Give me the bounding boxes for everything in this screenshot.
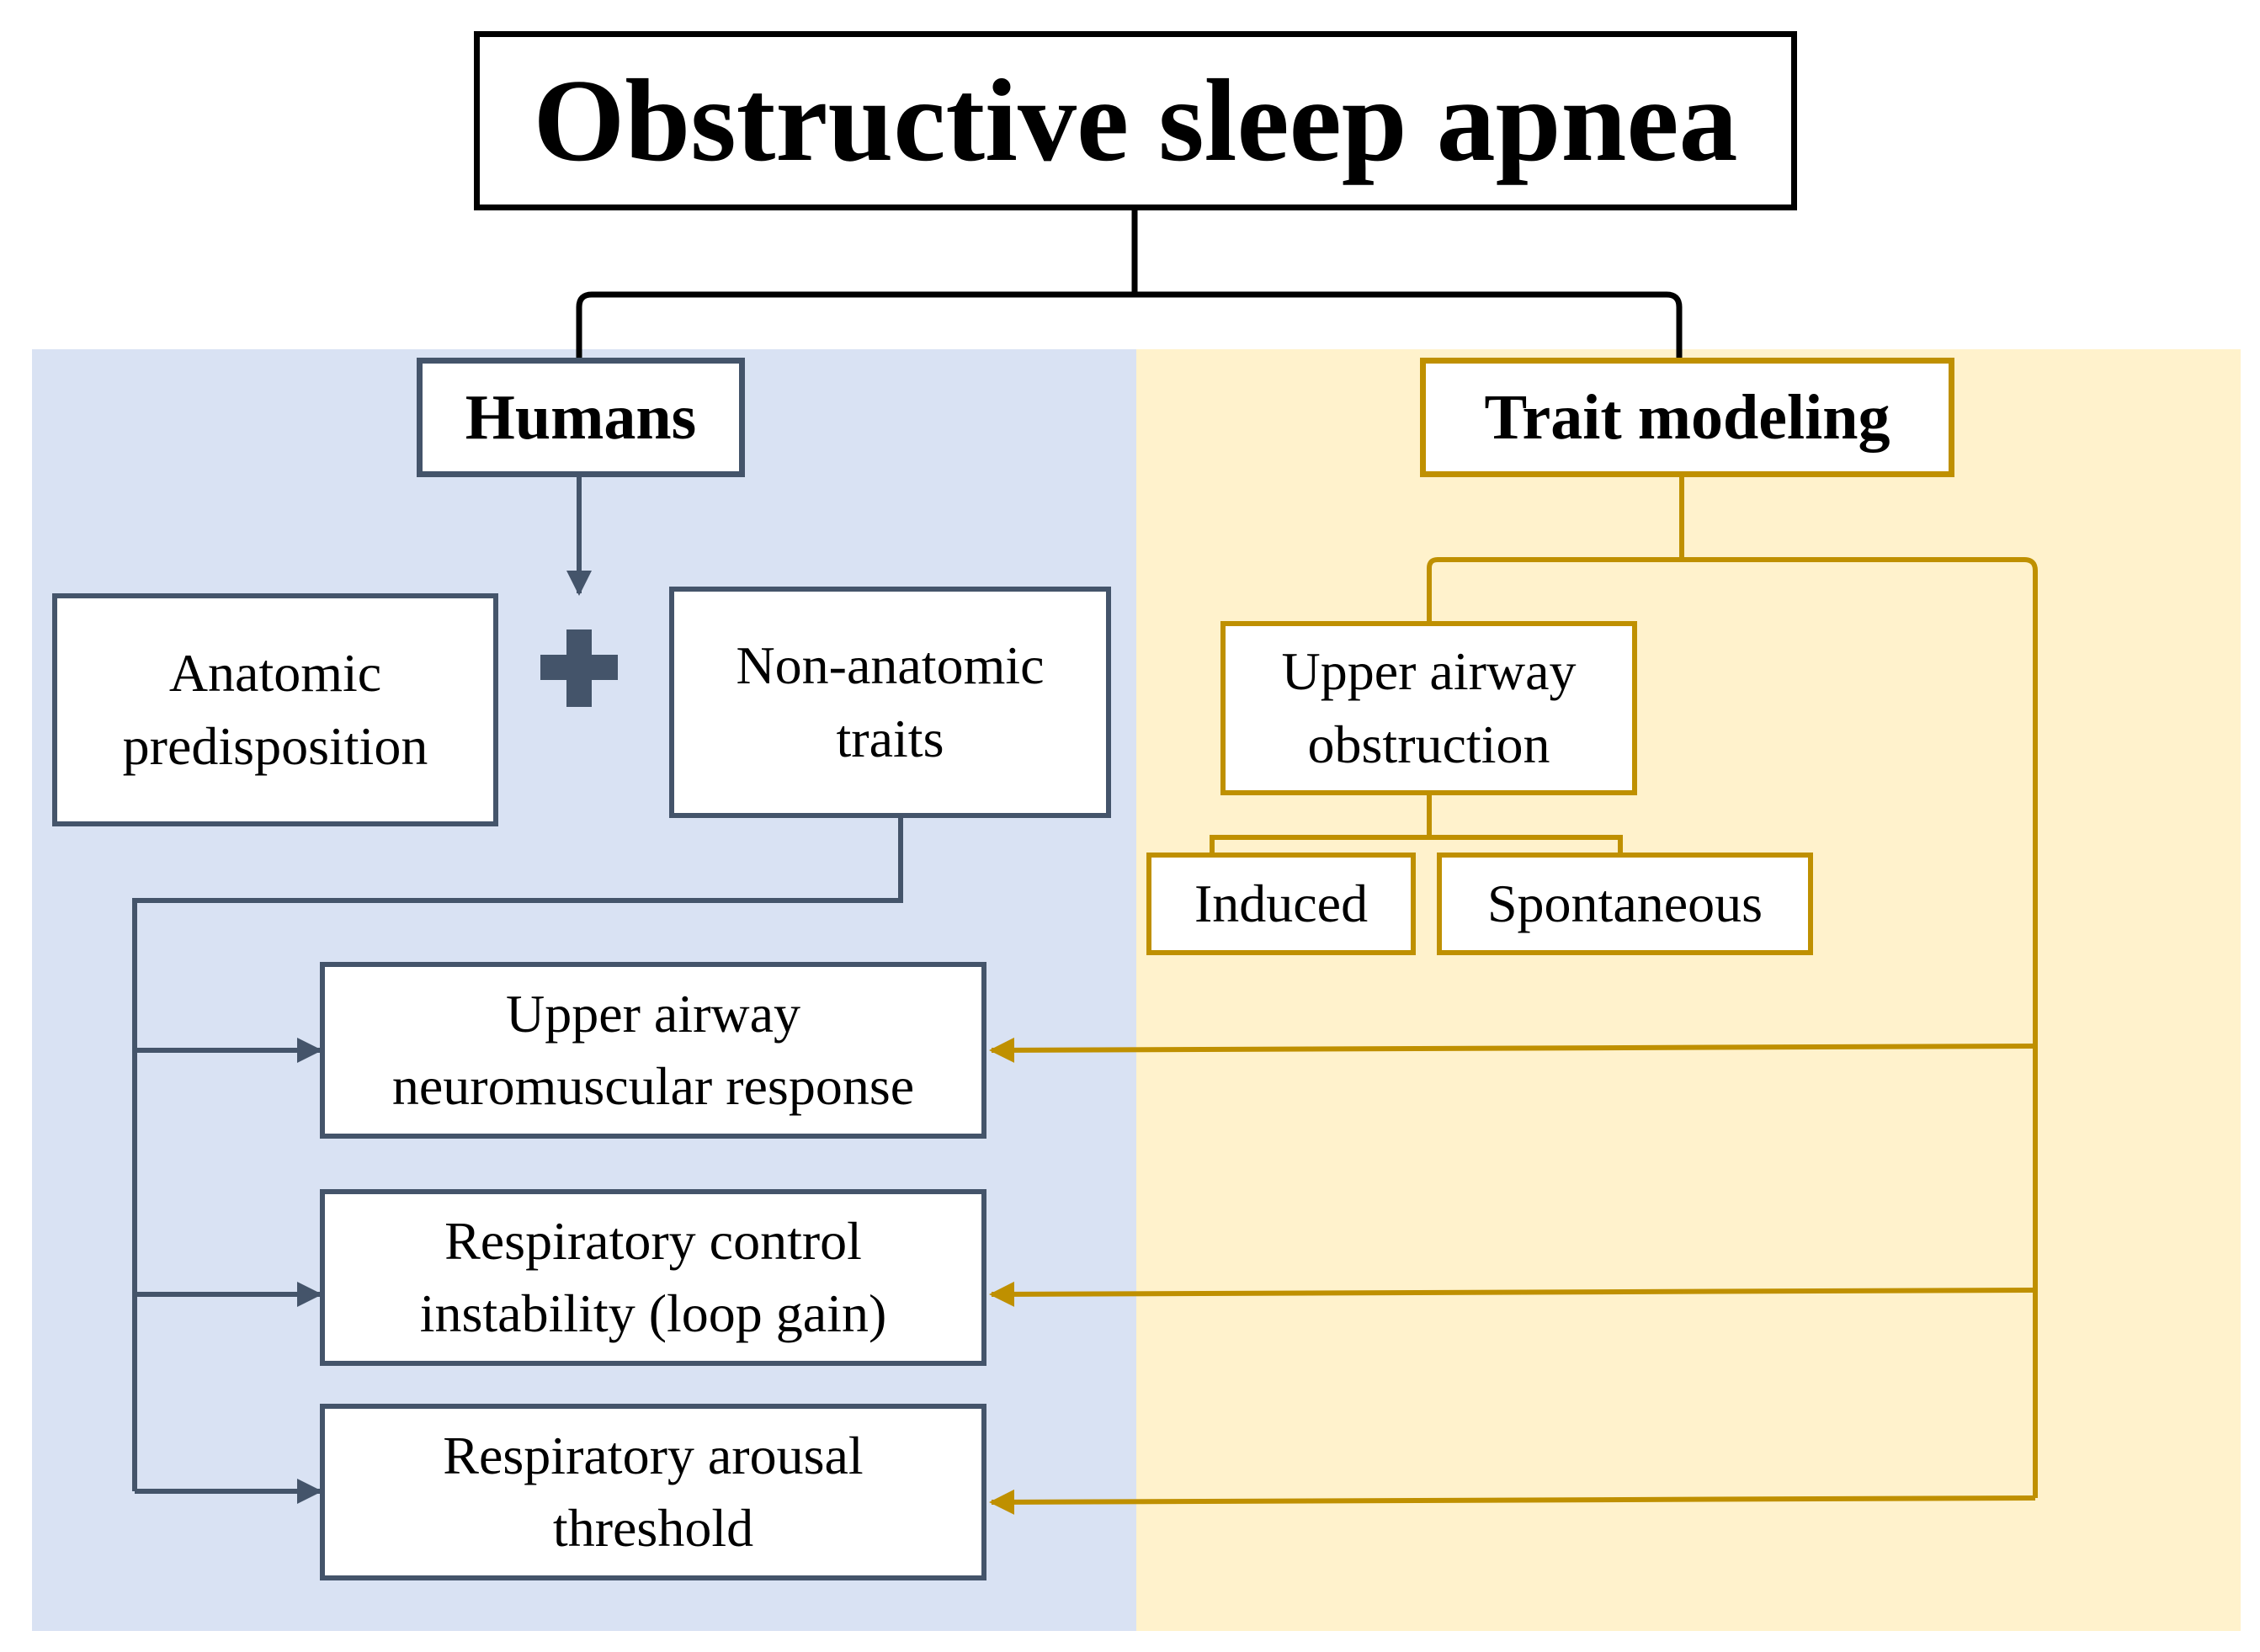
trait-label-loop-gain: Respiratory control instability (loop ga… <box>419 1210 887 1343</box>
trait-label-neuromuscular: Upper airway neuromuscular response <box>391 983 915 1116</box>
non-anatomic-traits-label: Non-anatomic traits <box>736 635 1045 768</box>
induced-box: Induced <box>1146 853 1416 955</box>
trait-box-arousal-threshold: Respiratory arousal threshold <box>320 1404 986 1580</box>
trait-box-loop-gain: Respiratory control instability (loop ga… <box>320 1189 986 1366</box>
spontaneous-box: Spontaneous <box>1437 853 1813 955</box>
title-connector <box>576 210 1683 358</box>
page-title: Obstructive sleep apnea <box>533 55 1738 186</box>
upper-airway-obstruction-box: Upper airway obstruction <box>1220 621 1637 795</box>
trait-label-arousal-threshold: Respiratory arousal threshold <box>443 1425 864 1558</box>
humans-box: Humans <box>417 358 745 477</box>
trait-connectors <box>989 477 2038 1515</box>
humans-label: Humans <box>465 381 697 453</box>
anatomic-predisposition-label: Anatomic predisposition <box>122 643 428 776</box>
plus-icon <box>540 629 618 707</box>
non-anatomic-traits-box: Non-anatomic traits <box>669 587 1111 818</box>
trait-modeling-box: Trait modeling <box>1420 358 1954 477</box>
title-box: Obstructive sleep apnea <box>474 31 1797 210</box>
induced-label: Induced <box>1194 873 1369 933</box>
humans-connectors <box>132 477 903 1504</box>
trait-modeling-panel <box>1136 349 2241 1631</box>
spontaneous-label: Spontaneous <box>1486 873 1763 933</box>
anatomic-predisposition-box: Anatomic predisposition <box>52 593 498 826</box>
trait-box-neuromuscular: Upper airway neuromuscular response <box>320 962 986 1139</box>
upper-airway-obstruction-label: Upper airway obstruction <box>1281 641 1577 774</box>
trait-modeling-label: Trait modeling <box>1484 381 1890 453</box>
